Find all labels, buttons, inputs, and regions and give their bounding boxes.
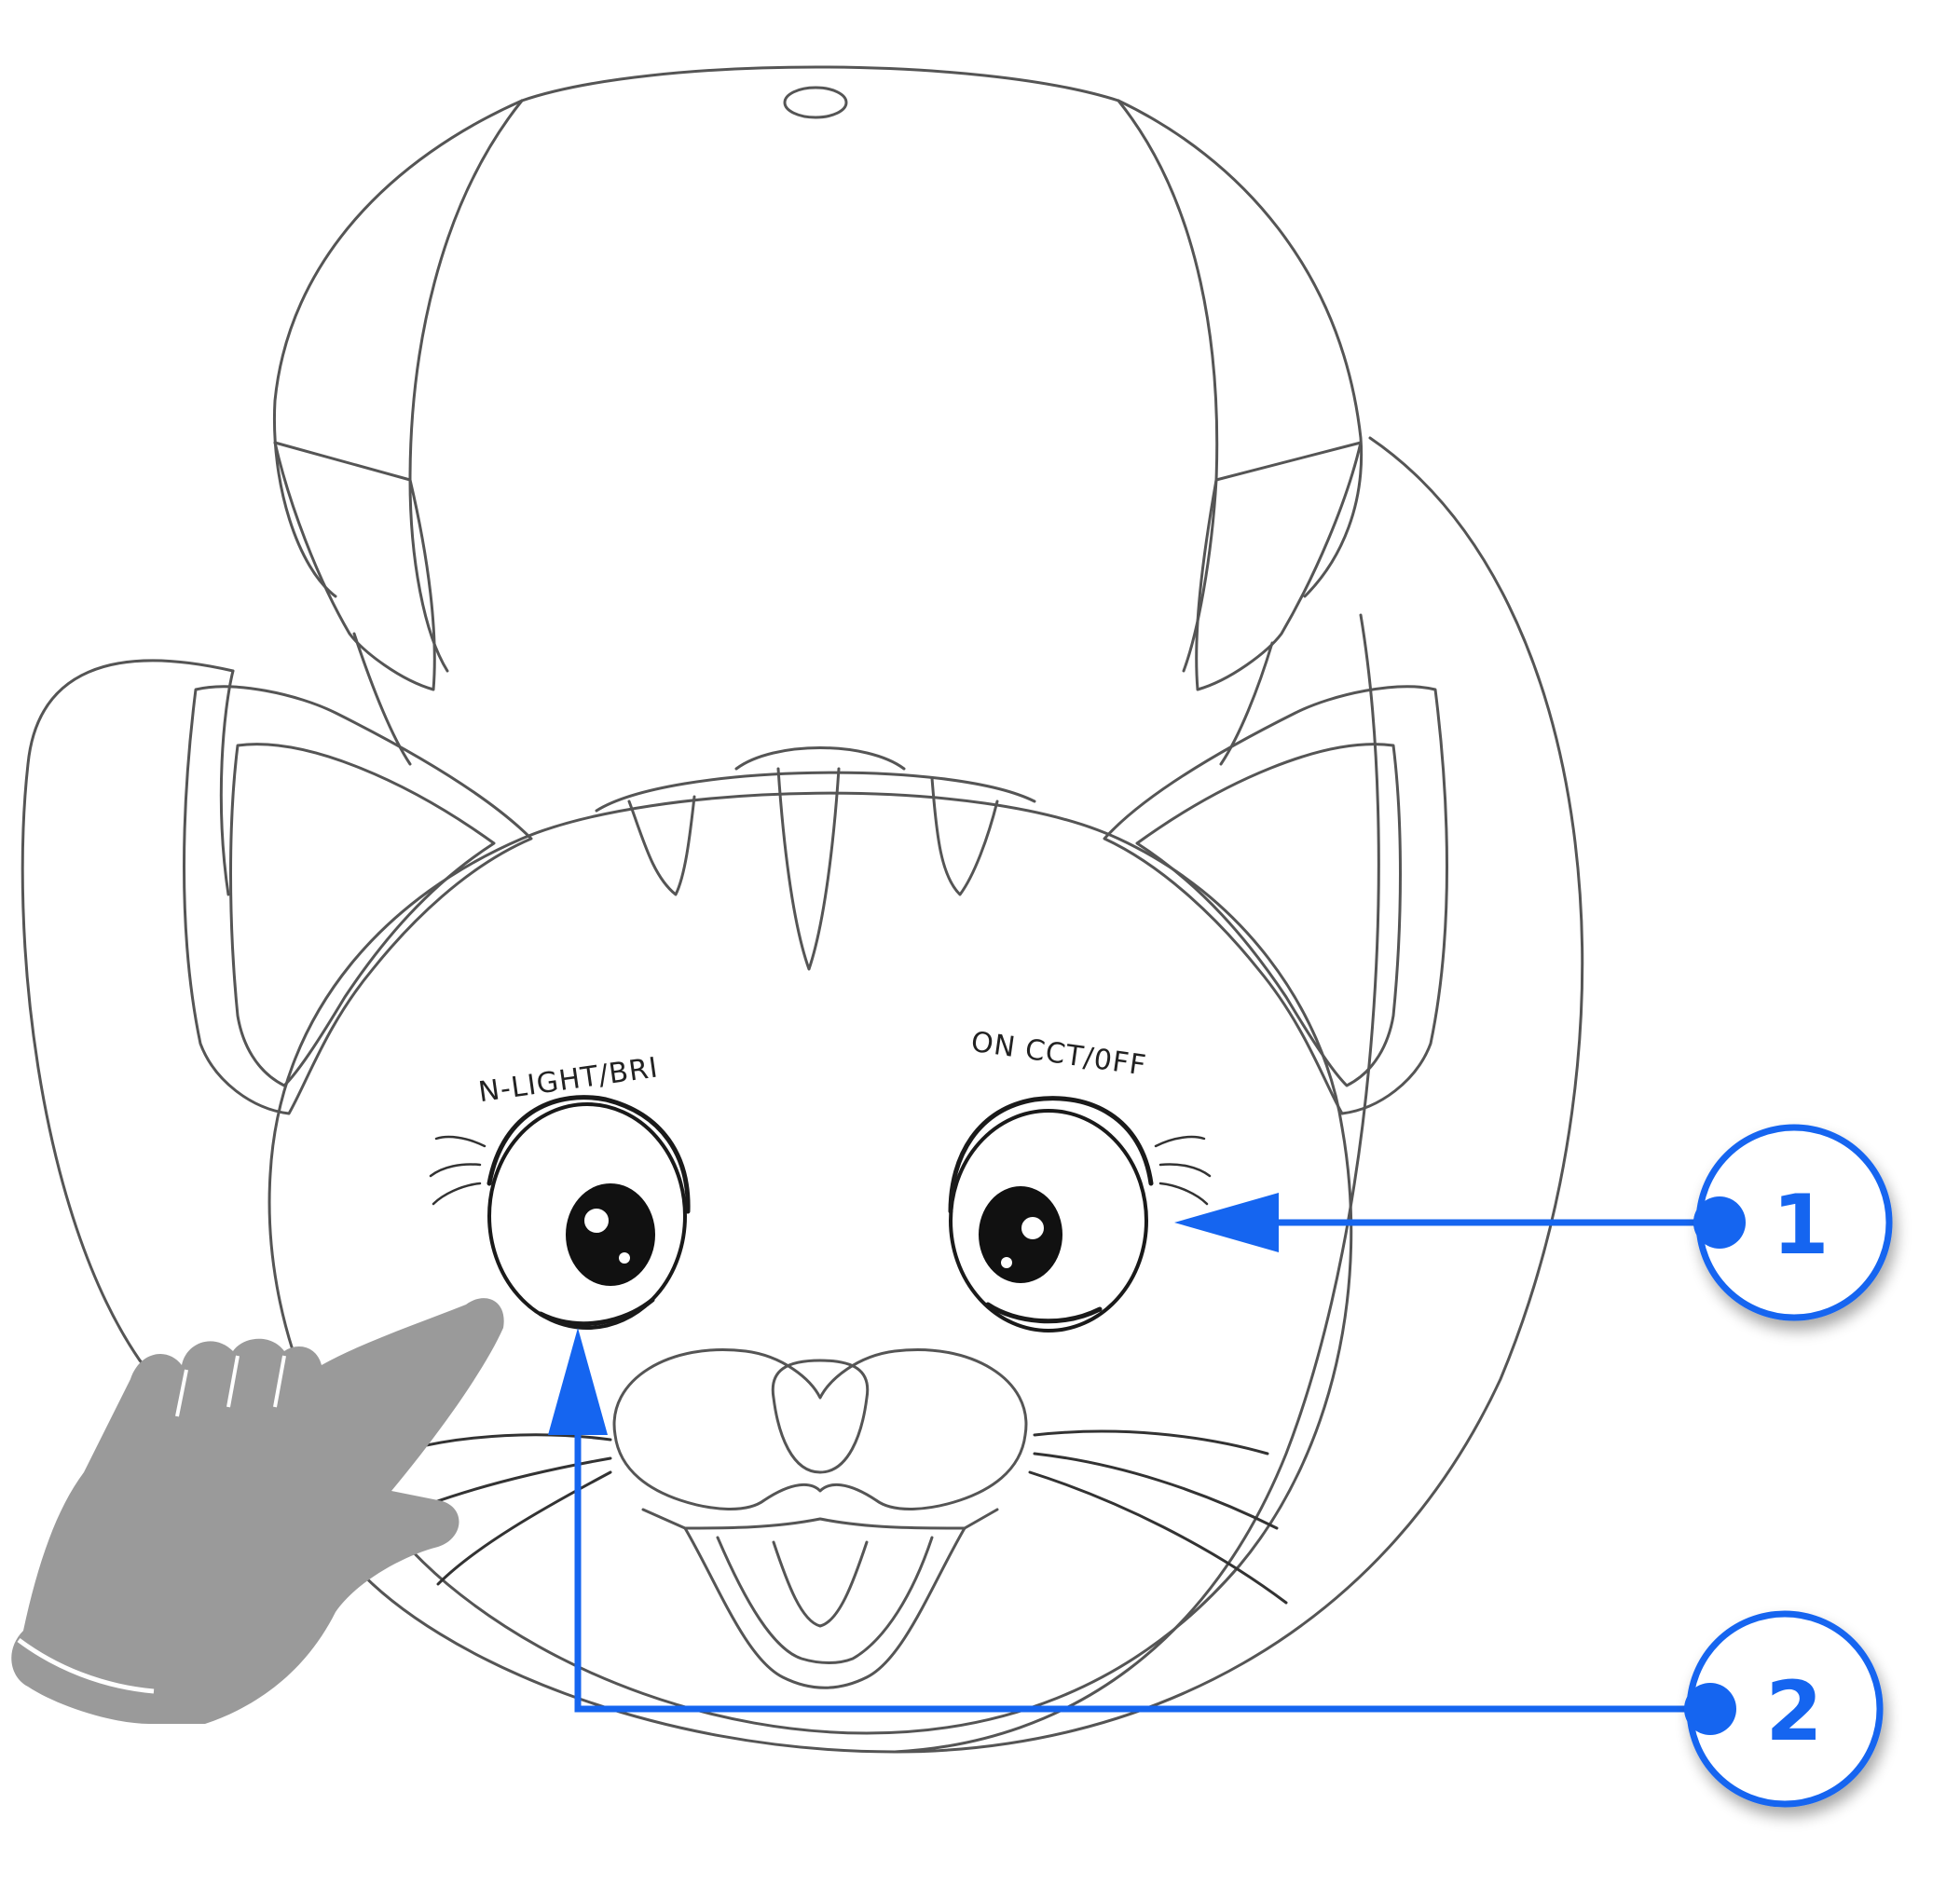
cat-whiskers [390, 1429, 1288, 1605]
callout-1-leader [1174, 1193, 1746, 1252]
cat-face [267, 767, 1353, 1735]
callout-2-leader [548, 1328, 1710, 1713]
left-eye-button[interactable] [429, 1095, 691, 1330]
pointing-hand-icon [11, 1298, 504, 1724]
right-button-label: ON CCT/0FF [969, 1026, 1149, 1083]
right-eye-button[interactable] [948, 1096, 1212, 1332]
callout-2-number: 2 [1765, 1663, 1822, 1759]
cat-ears [183, 685, 1448, 1115]
cat-muzzle [612, 1348, 1028, 1689]
callout-1-number: 1 [1772, 1177, 1829, 1273]
lamp-top-dome [272, 65, 1364, 813]
